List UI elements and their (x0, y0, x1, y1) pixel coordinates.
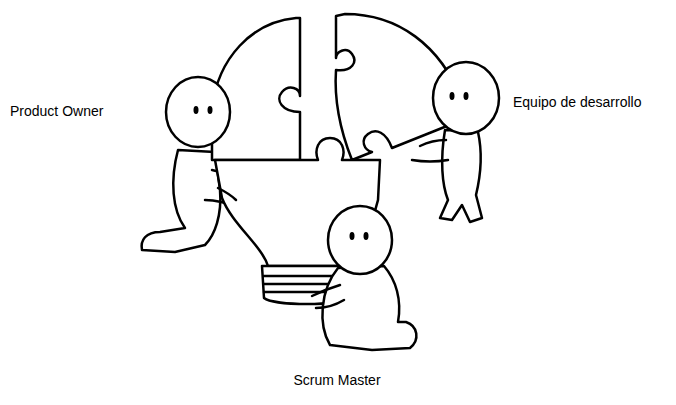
figure-arm (412, 160, 448, 162)
role-label: Equipo de desarrollo (513, 94, 641, 111)
figure-eyes (194, 92, 469, 240)
figure-arm (312, 285, 340, 296)
figure-arm (316, 300, 344, 308)
puzzle-piece (212, 18, 300, 160)
role-label: Product Owner (10, 103, 103, 120)
figure-body (322, 266, 416, 350)
figure-arm (420, 140, 446, 146)
figure-head (166, 77, 230, 147)
figure-head (328, 206, 392, 274)
figure-body (440, 130, 482, 222)
figure-head (433, 62, 499, 134)
figure-hand (218, 188, 236, 200)
role-label: Scrum Master (293, 372, 380, 389)
